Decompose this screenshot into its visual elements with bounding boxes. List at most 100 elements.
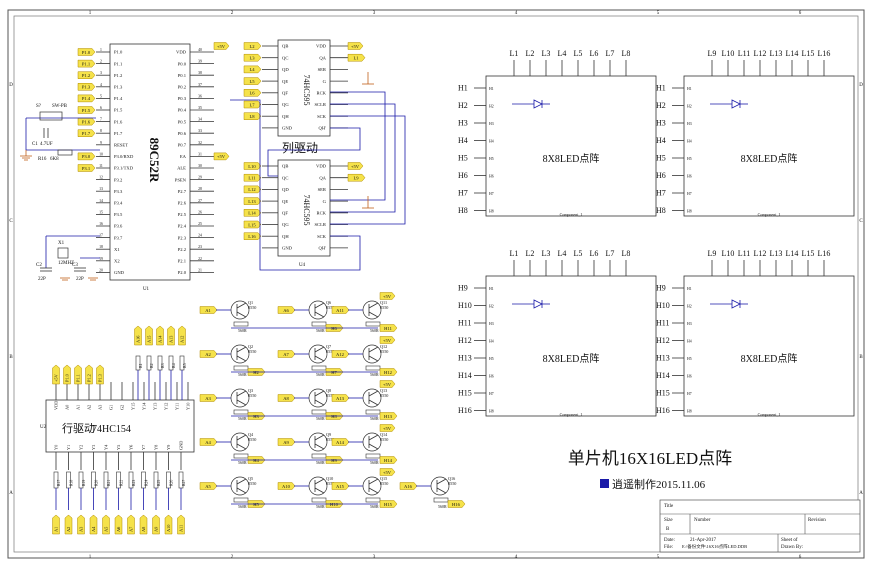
border-col-label-top: 6	[799, 11, 802, 16]
driver-resistor	[433, 497, 449, 503]
transistor-emitter	[236, 443, 247, 450]
column-tag-l9-label: L9	[353, 176, 359, 181]
driver-resistor	[365, 497, 381, 503]
row-driver-input-tag-label: +5V	[54, 373, 59, 382]
mcu-right-pin-number: 38	[198, 71, 202, 75]
mcu-left-pin-number: 3	[100, 71, 102, 75]
reset-switch	[39, 111, 63, 121]
mcu-ea-vcc-tag-label: +5V	[217, 154, 226, 159]
transistor-type: 8550	[448, 481, 456, 486]
border-row-label-right: C	[859, 219, 863, 224]
column-tag-l11: L11	[243, 173, 262, 182]
transistor-type: 8550	[380, 349, 388, 354]
driver-input-tag-a3: A3	[199, 394, 218, 402]
row-output-tag-a6-label: A6	[116, 526, 121, 532]
row-driver-tag-a12-label: A12	[180, 336, 185, 343]
port-tag-p1-6: P1.6	[77, 117, 96, 126]
row-output-tag-a2-shape	[64, 514, 73, 535]
row-output-tag-a8-label: A8	[141, 527, 146, 532]
row-output-tag-a11-label: A11	[179, 525, 184, 532]
matrix-row-pin-number: H7	[687, 192, 692, 196]
mcu-left-pin-number: 12	[99, 176, 103, 180]
shift2-right-pin-label: VDD	[316, 164, 327, 169]
shift1-right-pin-label: QA	[319, 55, 326, 60]
transistor-collector	[236, 302, 247, 309]
transistor-body	[230, 476, 250, 496]
row-output-tag-a7-shape	[127, 514, 135, 535]
transistor-vcc-tag-shape	[379, 336, 396, 344]
shift1-left-pin-label: QE	[282, 79, 288, 84]
port-tag-p1-3: P1.3	[77, 83, 96, 91]
mcu-right-pin-number: 39	[198, 60, 202, 64]
driver-resistor	[233, 365, 249, 371]
transistor-vcc-tag-label: +5V	[383, 338, 392, 343]
matrix-row-pin-number: H7	[489, 192, 494, 196]
matrix-row-pin-number: H3	[687, 322, 692, 326]
transistor-collector	[436, 478, 447, 485]
mcu-left-pin-number: 8	[100, 129, 102, 133]
led-matrix-label: 8X8LED点阵	[741, 152, 798, 165]
driver-input-tag-a10-label: A10	[282, 484, 291, 489]
matrix-column-label: L7	[606, 49, 615, 58]
column-tag-l14: L14	[243, 209, 262, 217]
matrix-column-label: L5	[574, 249, 583, 258]
column-tag-l4-label: L4	[249, 67, 255, 72]
driver-input-tag-a1-label: A1	[205, 308, 211, 313]
matrix-column-label: L15	[802, 49, 815, 58]
shift1-right-pin-label: RCK	[317, 91, 327, 96]
mcu-left-pin-label: P3.7	[114, 235, 123, 240]
row-output-tag-a4-label: A4	[91, 526, 96, 532]
matrix-row-tag-h13: H13	[379, 412, 398, 420]
column-tag-l10: L10	[243, 162, 262, 170]
row-driver-input-tag-label: P1.2	[87, 374, 92, 382]
transistor-vcc-tag-shape	[379, 424, 396, 432]
transistor-vcc-tag-label: +5V	[383, 426, 392, 431]
transistor-ref: Q12	[380, 344, 387, 349]
u2-top-pin-label: Y12	[164, 403, 169, 410]
driver-input-tag-a3-label: A3	[205, 396, 211, 401]
driver-input-tag-a7-label: A7	[283, 352, 289, 357]
shift1-left-pin-label: QF	[282, 91, 288, 96]
mcu-left-pin-number: 17	[99, 234, 103, 238]
u2-ref: U2	[40, 425, 47, 430]
reset-res-value: 6K8	[50, 157, 59, 162]
matrix-row-pin-number: H4	[687, 340, 692, 344]
led-symbol	[533, 99, 543, 109]
row-driver-tag-a12-shape	[178, 325, 186, 346]
row-resistor-ref: R26	[170, 480, 174, 486]
matrix-row-tag-h11-label: H11	[384, 326, 392, 331]
mcu-vcc-tag-label: +5V	[217, 44, 226, 49]
border-row-label-right: B	[859, 355, 863, 360]
row-resistor-ref: R25	[157, 480, 161, 486]
mcu-left-pin-number: 6	[100, 106, 102, 110]
shift2-right-pin-label: QA	[319, 175, 326, 180]
row-driver-input-tag: +5V	[52, 364, 60, 385]
driver-resistor	[311, 453, 327, 459]
row-driver-input-tag-shape	[52, 364, 60, 385]
row-driver-input-tag-shape	[74, 364, 82, 385]
pullup-resistor-ref: R5	[182, 363, 187, 368]
driver-resistor-value: 560R	[238, 460, 247, 465]
driver-resistor-value: 560R	[238, 416, 247, 421]
transistor-ref: Q6	[326, 300, 331, 305]
pullup-resistor-ref: R2	[149, 363, 154, 368]
matrix-column-label: L12	[754, 49, 767, 58]
border-col-label-top: 3	[373, 11, 376, 16]
u3-body	[277, 39, 331, 137]
transistor-emitter	[236, 487, 247, 494]
transistor-ref: Q1	[248, 300, 253, 305]
row-driver-tag-a14-label: A14	[158, 335, 163, 343]
mcu-right-pin-label: P2.0	[178, 270, 187, 275]
matrix-row-label: H10	[656, 301, 670, 310]
row-output-tag-a8: A8	[139, 514, 148, 535]
shift1-vcc-tag-label: +5V	[351, 44, 360, 49]
column-tag-l1-label: L1	[353, 56, 359, 61]
mcu-left-pin-label: P1.5	[114, 108, 123, 113]
transistor-body	[230, 344, 250, 364]
shift1-left-pin-label: QC	[282, 55, 288, 60]
serial-tag-p3-0-shape	[77, 152, 96, 161]
